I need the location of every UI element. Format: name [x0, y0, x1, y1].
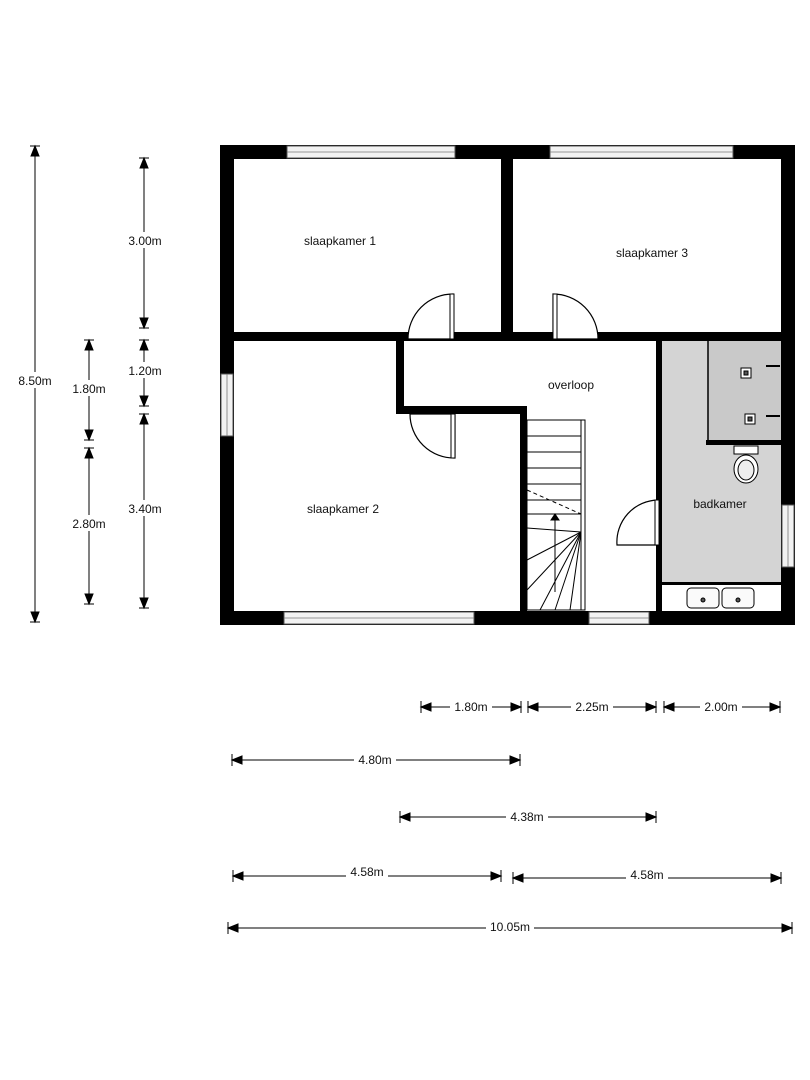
- dim-half-right-width: 4.58m: [630, 868, 663, 882]
- shower-area: [707, 339, 783, 445]
- dim-bedroom1-height: 3.00m: [128, 234, 161, 248]
- dim-bedroom2-height: 3.40m: [128, 502, 161, 516]
- door-bedroom2: [409, 413, 456, 459]
- door-bedroom1: [407, 293, 454, 340]
- door-bathroom: [616, 499, 659, 546]
- dim-left-lower-height: 2.80m: [72, 517, 105, 531]
- room-label-bedroom1: slaapkamer 1: [304, 234, 376, 248]
- bathroom-fixtures: [686, 365, 780, 609]
- interior-walls: [234, 145, 781, 611]
- dim-half-left-width: 4.58m: [350, 865, 383, 879]
- room-label-landing: overloop: [548, 378, 594, 392]
- dim-total-width: 10.05m: [490, 920, 530, 934]
- dim-total-height: 8.50m: [18, 374, 51, 388]
- room-label-bathroom: badkamer: [693, 497, 746, 511]
- dim-bathroom-width: 2.00m: [704, 700, 737, 714]
- dim-stair-width: 1.80m: [454, 700, 487, 714]
- dim-landing-width: 2.25m: [575, 700, 608, 714]
- room-label-bedroom3: slaapkamer 3: [616, 246, 688, 260]
- dim-left-upper-height: 1.80m: [72, 382, 105, 396]
- dim-landing-total-width: 4.38m: [510, 810, 543, 824]
- dim-bedroom2-width: 4.80m: [358, 753, 391, 767]
- toilet-tank: [733, 445, 759, 455]
- dim-gap-height: 1.20m: [128, 364, 161, 378]
- room-label-bedroom2: slaapkamer 2: [307, 502, 379, 516]
- staircase: [526, 419, 586, 611]
- door-bedroom3: [552, 293, 599, 340]
